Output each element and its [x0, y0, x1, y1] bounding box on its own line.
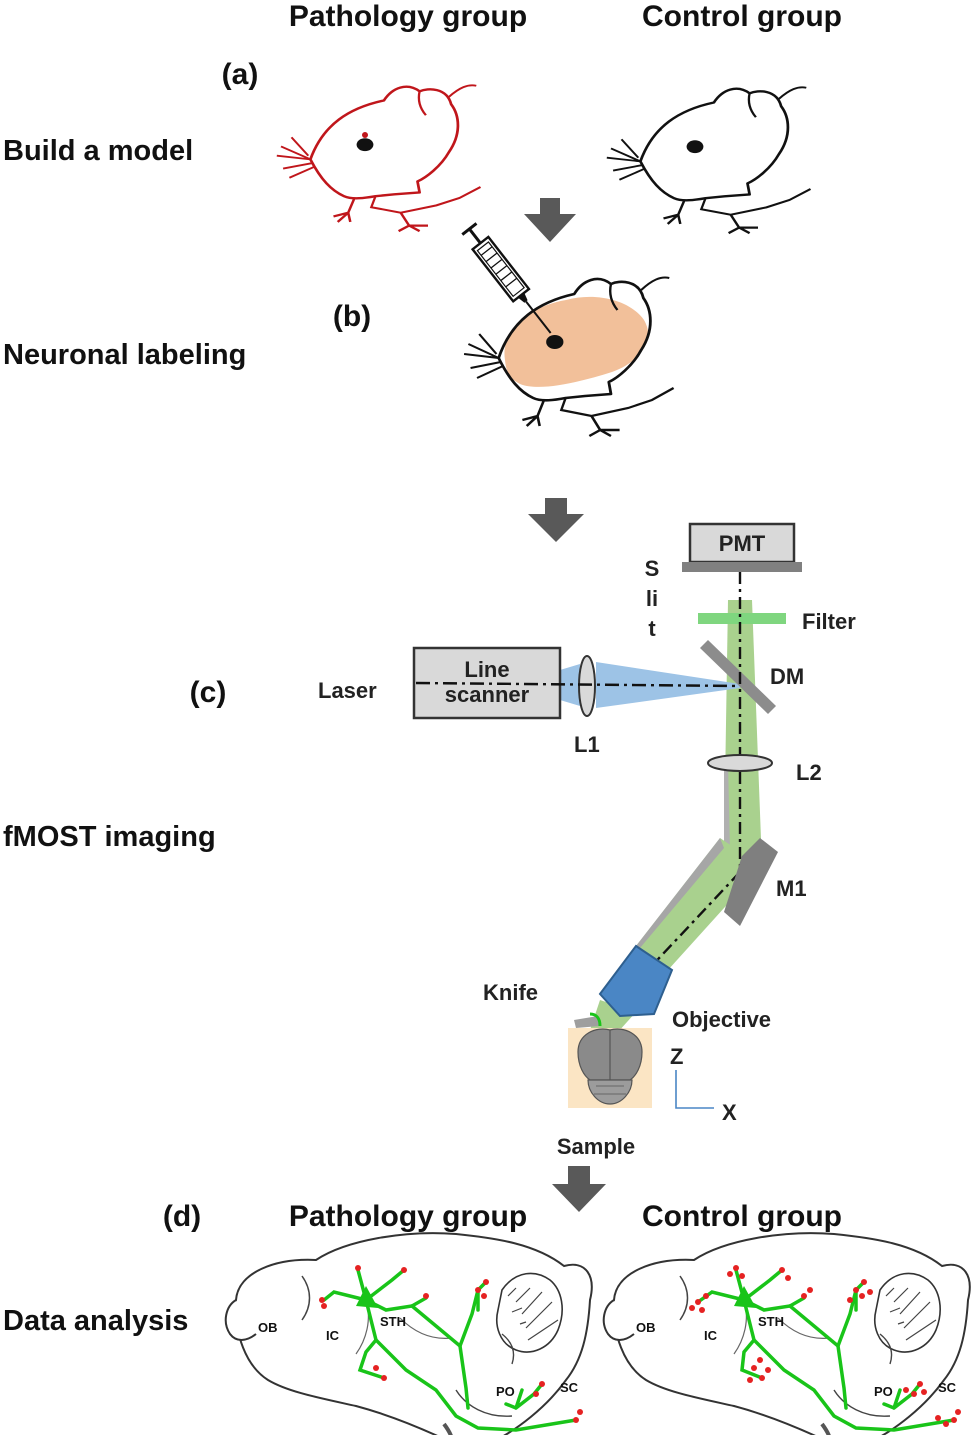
objective-lens-body — [598, 944, 674, 1018]
region-label-sth: STH — [758, 1314, 784, 1329]
syringe-icon — [461, 222, 552, 334]
lens-l2 — [707, 754, 773, 772]
mirror-m1 — [724, 838, 778, 926]
labeled-mouse-drawing — [462, 276, 676, 438]
line-scanner-label-line-2: scanner — [445, 682, 530, 707]
objective-label: Objective — [672, 1007, 771, 1032]
control-mouse-drawing — [605, 85, 812, 235]
stage-label-data-analysis: Data analysis — [3, 1305, 188, 1337]
pathology-group-header-bottom: Pathology group — [289, 1200, 527, 1233]
pathology-mouse-drawing — [275, 83, 482, 233]
slit-label-line-1: S — [645, 556, 660, 581]
axis-z-label: Z — [670, 1044, 683, 1069]
region-label-ob: OB — [258, 1320, 278, 1335]
region-label-po: PO — [874, 1384, 893, 1399]
region-label-ic: IC — [704, 1328, 718, 1343]
region-label-po: PO — [496, 1384, 515, 1399]
panel-label-a: (a) — [222, 58, 259, 91]
down-arrow-2 — [528, 498, 584, 542]
emission-filter — [698, 613, 786, 624]
slit-label-line-3: t — [648, 616, 656, 641]
injection-area — [504, 296, 649, 387]
sample-label: Sample — [557, 1134, 635, 1159]
l1-label: L1 — [574, 732, 600, 757]
pathology-neuron-soma — [356, 1286, 378, 1308]
l2-label: L2 — [796, 760, 822, 785]
pathology-axon-terminals — [319, 1265, 583, 1423]
emission-beam-diagonal — [636, 838, 762, 970]
control-group-header: Control group — [642, 0, 842, 33]
filter-label: Filter — [802, 609, 856, 634]
control-neuron-soma — [734, 1286, 756, 1308]
pathology-mouse-eye-glint — [362, 132, 368, 138]
coordinate-axes — [675, 1070, 714, 1109]
control-axon-terminals — [689, 1265, 961, 1427]
mouse-brain-sample — [577, 1028, 643, 1105]
stage-label-fmost-imaging: fMOST imaging — [3, 821, 216, 853]
knife-blade — [574, 1016, 600, 1028]
laser-label: Laser — [318, 678, 377, 703]
dichroic-mirror — [700, 640, 776, 714]
region-label-ob: OB — [636, 1320, 656, 1335]
control-group-header-bottom: Control group — [642, 1200, 842, 1233]
axis-x-label: X — [722, 1100, 737, 1125]
line-scanner-label-line-1: Line — [464, 657, 509, 682]
region-label-sc: SC — [938, 1380, 957, 1395]
optical-axis-diagonal — [645, 871, 741, 973]
emission-beam-shadow — [636, 838, 724, 948]
stage-label-neuronal-labeling: Neuronal labeling — [3, 339, 246, 371]
panel-label-b: (b) — [333, 300, 371, 333]
control-neuron-tracing — [696, 1268, 956, 1432]
emission-beam-vertical — [724, 600, 762, 876]
emission-beam-upper-edge — [724, 760, 730, 852]
lens-l1 — [578, 655, 596, 717]
pmt-detector — [688, 522, 796, 564]
panel-label-c: (c) — [190, 676, 227, 709]
optical-axis-horizontal — [415, 681, 741, 688]
fmost-optical-setup: PMT S li t Filter DM Line scanner Laser … — [318, 522, 856, 1159]
control-brain-section: OB IC STH PO SC — [601, 1231, 972, 1435]
excitation-cone — [590, 1000, 636, 1032]
pathology-neuron-tracing — [322, 1268, 578, 1432]
region-label-sth: STH — [380, 1314, 406, 1329]
region-label-sc: SC — [560, 1380, 579, 1395]
knife-label: Knife — [483, 980, 538, 1005]
panel-label-d: (d) — [163, 1200, 201, 1233]
pmt-label: PMT — [719, 531, 766, 556]
region-label-ic: IC — [326, 1328, 340, 1343]
dm-label: DM — [770, 664, 804, 689]
down-arrow-3 — [552, 1166, 606, 1212]
pathology-brain-section: OB IC STH PO SC — [223, 1231, 594, 1435]
slit-label-line-2: li — [646, 586, 658, 611]
stage-label-build-model: Build a model — [3, 135, 193, 167]
down-arrow-1 — [524, 198, 576, 242]
knife-section-green — [589, 1012, 602, 1027]
pathology-group-header: Pathology group — [289, 0, 527, 33]
m1-label: M1 — [776, 876, 807, 901]
slit-plate — [682, 562, 802, 572]
